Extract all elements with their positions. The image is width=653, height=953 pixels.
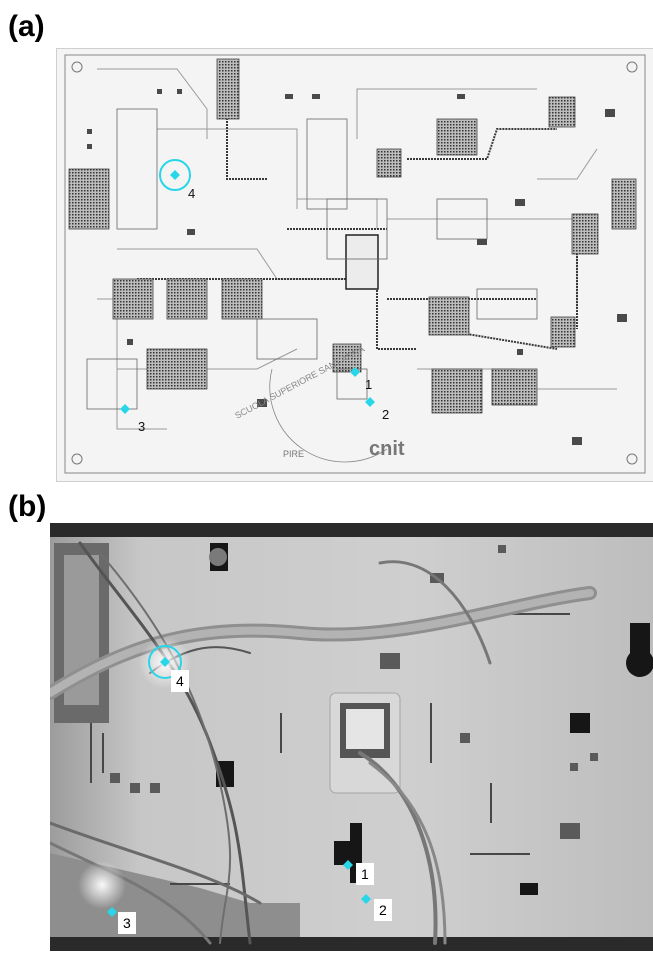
probe-marker-2: 2	[365, 397, 389, 422]
pcb-layout-drawing: cnit PIRE SCUOLA SUPERIORE SANT'ANNA 1 2…	[57, 49, 653, 481]
probe-marker-label: 4	[171, 670, 189, 692]
probe-marker-label: 1	[365, 377, 372, 392]
probe-marker-label: 2	[382, 407, 389, 422]
probe-marker-3: 3	[120, 404, 145, 434]
probe-marker-label: 1	[356, 863, 374, 885]
probe-marker-4	[148, 645, 182, 679]
board-photo-drawing	[50, 523, 653, 951]
probe-marker-4: 4	[159, 159, 195, 201]
probe-marker-1: 1	[350, 367, 372, 392]
panel-a-label: (a)	[8, 10, 45, 43]
pcb-layout-image: cnit PIRE SCUOLA SUPERIORE SANT'ANNA 1 2…	[56, 48, 653, 482]
probe-marker-2	[361, 894, 371, 904]
probe-marker-label: 4	[188, 186, 195, 201]
probe-marker-label: 3	[138, 419, 145, 434]
probe-marker-label: 3	[118, 912, 136, 934]
probe-marker-1	[343, 860, 353, 870]
cnit-logo-text: cnit	[369, 438, 405, 460]
board-photo-image: 1 2 3 4	[50, 523, 653, 951]
probe-marker-3	[107, 907, 117, 917]
probe-marker-label: 2	[374, 899, 392, 921]
pire-board-text: PIRE	[283, 449, 304, 459]
panel-b-label: (b)	[8, 490, 47, 523]
